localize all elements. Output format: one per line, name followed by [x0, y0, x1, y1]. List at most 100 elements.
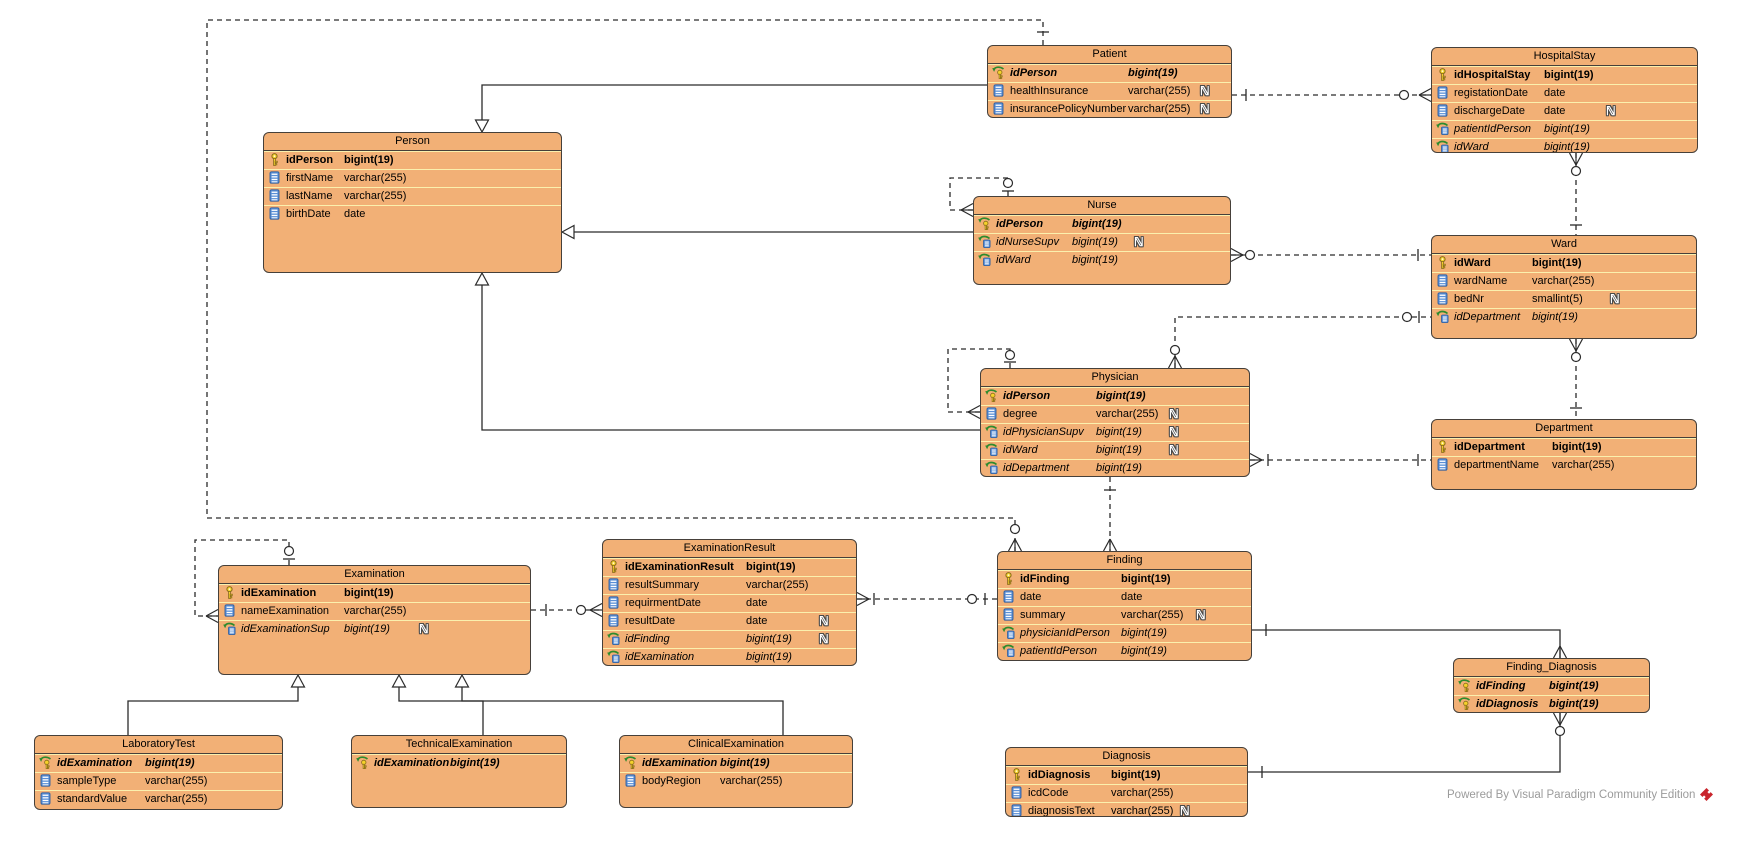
rel-physician-department[interactable] — [1249, 452, 1431, 468]
rel-finding-findingdiagnosis[interactable] — [1252, 624, 1568, 659]
rel-examination-examinationresult[interactable] — [531, 602, 603, 618]
rel-physician-self[interactable] — [947, 348, 1016, 420]
foreign-key-icon — [985, 425, 998, 438]
rel-physician-finding[interactable] — [1102, 477, 1118, 552]
rel-nurse-self[interactable] — [949, 177, 1014, 218]
rel-patient-hospitalstay[interactable] — [1232, 87, 1432, 103]
field-type: varchar(255) — [145, 775, 208, 787]
rel-physician-ward[interactable] — [1167, 311, 1432, 369]
rel-examination-self[interactable] — [194, 539, 295, 624]
rel-ward-hospitalstay[interactable] — [1568, 152, 1584, 235]
primary-foreign-key-icon — [39, 756, 52, 769]
field-type: varchar(255) — [344, 172, 407, 184]
field-row-firstName[interactable]: firstName varchar(255) — [264, 169, 561, 187]
field-name: degree — [1003, 408, 1038, 420]
column-icon — [268, 171, 281, 184]
field-type: varchar(255) — [1532, 275, 1595, 287]
field-name: requirmentDate — [625, 597, 701, 609]
rel-finding-examinationresult[interactable] — [856, 591, 997, 607]
generalization-nurse-person[interactable] — [560, 224, 973, 240]
rel-ward-department[interactable] — [1568, 338, 1584, 419]
rel-nurse-ward[interactable] — [1230, 247, 1431, 263]
generalization-patient-person[interactable] — [474, 84, 988, 134]
generalization-laboratorytest-examination[interactable] — [127, 673, 306, 735]
generalization-clinicalexamination-examination[interactable] — [454, 673, 784, 735]
rel-patient-finding[interactable] — [206, 19, 1049, 552]
generalization-technicalexamination-examination[interactable] — [391, 673, 484, 735]
field-name: firstName — [286, 172, 334, 184]
column-icon — [1002, 590, 1015, 603]
generalization-physician-person[interactable] — [474, 271, 981, 431]
field-name: summary — [1020, 609, 1066, 621]
field-name: icdCode — [1028, 787, 1069, 799]
rel-diagnosis-findingdiagnosis[interactable] — [1248, 712, 1568, 778]
